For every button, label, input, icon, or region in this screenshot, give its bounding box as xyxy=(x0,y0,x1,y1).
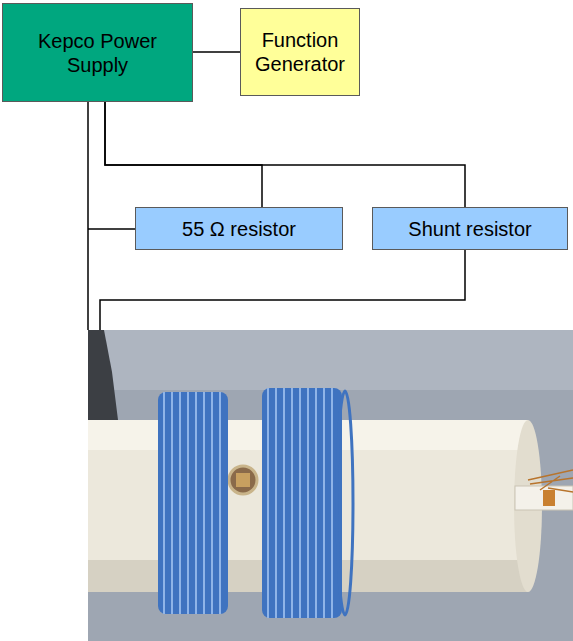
left-coil xyxy=(158,392,228,614)
shunt-return-wire xyxy=(100,250,465,330)
box-label: 55 Ω resistor xyxy=(182,217,296,241)
coil-body xyxy=(262,388,342,618)
power-supply-box: Kepco Power Supply xyxy=(2,3,193,102)
sensor-chip xyxy=(236,473,250,487)
wire xyxy=(105,102,465,207)
photo-shade xyxy=(88,330,573,390)
box-label: Function Generator xyxy=(248,28,352,76)
text-stack: Kepco Power Supply xyxy=(23,29,173,77)
box-label: Shunt resistor xyxy=(408,217,531,241)
copper-wires xyxy=(528,470,573,492)
wire xyxy=(193,51,240,53)
wire xyxy=(105,102,262,207)
coil-windings xyxy=(268,388,332,618)
sensor-pad xyxy=(543,490,555,506)
cable xyxy=(88,330,118,420)
text-stack: 55 Ω resistor xyxy=(182,217,296,241)
coil-lead-wire xyxy=(87,102,89,330)
text-stack: Shunt resistor xyxy=(408,217,531,241)
box-label: Kepco Power Supply xyxy=(23,29,173,77)
resistor-box: 55 Ω resistor xyxy=(135,207,343,250)
coil-body xyxy=(158,392,228,614)
photo-background xyxy=(88,330,573,641)
resistor-return-wire xyxy=(88,228,135,230)
resistor-box: Shunt resistor xyxy=(372,207,568,250)
sensor-hole xyxy=(229,466,257,494)
coil-windings xyxy=(164,392,220,614)
text-stack: Function Generator xyxy=(248,28,352,76)
right-coil xyxy=(262,388,353,618)
coil-loop xyxy=(337,391,353,615)
generator-box: Function Generator xyxy=(240,8,360,96)
coil-photo xyxy=(88,330,573,641)
probe-strip xyxy=(515,486,573,510)
